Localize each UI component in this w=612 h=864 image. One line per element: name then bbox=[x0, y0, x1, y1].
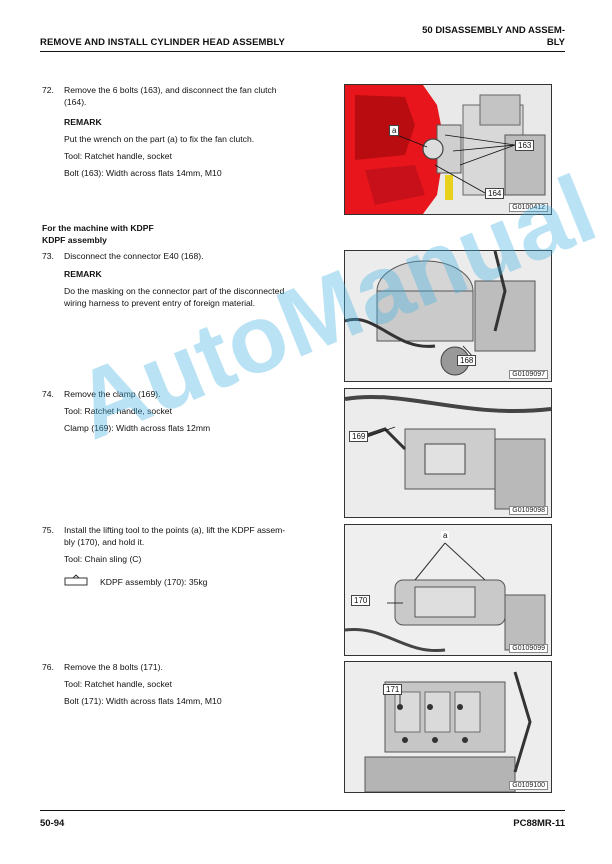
kdpf-illustration bbox=[345, 525, 551, 655]
header-chapter-line2: BLY bbox=[546, 37, 565, 48]
callout-168: 168 bbox=[457, 355, 477, 366]
figure-code: G0109099 bbox=[509, 644, 548, 653]
step-72-remark-text: Put the wrench on the part (a) to fix th… bbox=[64, 134, 255, 144]
header-chapter-line1: 50 DISASSEMBLY AND ASSEM- bbox=[422, 25, 565, 36]
step-76-tool: Tool: Ratchet handle, socket bbox=[64, 679, 172, 689]
figure-kdpf-assembly: a 170 G0109099 bbox=[344, 524, 552, 656]
header-section-title: REMOVE AND INSTALL CYLINDER HEAD ASSEMBL… bbox=[40, 37, 285, 48]
weight-icon bbox=[64, 574, 88, 586]
callout-163: 163 bbox=[515, 140, 535, 151]
callout-169: 169 bbox=[349, 431, 369, 442]
bolts-illustration bbox=[345, 662, 551, 792]
figure-fan-clutch: a 163 164 G0100412 bbox=[344, 84, 552, 215]
figure-bolts-171: 171 G0109100 bbox=[344, 661, 552, 793]
step-76-spec: Bolt (171): Width across flats 14mm, M10 bbox=[64, 696, 222, 706]
model-name: PC88MR-11 bbox=[513, 818, 565, 829]
figure-code: G0109100 bbox=[509, 781, 548, 790]
step-75-tool: Tool: Chain sling (C) bbox=[64, 554, 142, 564]
step-74-spec: Clamp (169): Width across flats 12mm bbox=[64, 423, 211, 433]
step-75-number: 75. bbox=[42, 525, 54, 535]
callout-164: 164 bbox=[485, 188, 505, 199]
callout-170: 170 bbox=[351, 595, 371, 606]
callout-a: a bbox=[441, 531, 450, 540]
page-number: 50-94 bbox=[40, 818, 65, 829]
step-72-remark-label: REMARK bbox=[64, 117, 102, 127]
step-74-tool: Tool: Ratchet handle, socket bbox=[64, 406, 172, 416]
step-72-text-line2: (164). bbox=[64, 97, 87, 107]
figure-code: G0100412 bbox=[509, 203, 548, 212]
step-75-text-line2: bly (170), and hold it. bbox=[64, 537, 145, 547]
step-76-text: Remove the 8 bolts (171). bbox=[64, 662, 163, 672]
step-75-text-line1: Install the lifting tool to the points (… bbox=[64, 525, 286, 535]
figure-clamp: 169 G0109098 bbox=[344, 388, 552, 518]
header-divider bbox=[40, 51, 565, 52]
step-75-weight: KDPF assembly (170): 35kg bbox=[100, 577, 208, 587]
section-heading-line1: For the machine with KDPF bbox=[42, 223, 154, 233]
connector-illustration bbox=[345, 251, 551, 381]
figure-code: G0109098 bbox=[509, 506, 548, 515]
step-72-text: Remove the 6 bolts (163), and disconnect… bbox=[64, 84, 334, 108]
figure-connector-e40: 168 G0109097 bbox=[344, 250, 552, 382]
section-heading-line2: KDPF assembly bbox=[42, 235, 107, 245]
step-73-remark-label: REMARK bbox=[64, 269, 102, 279]
callout-a: a bbox=[389, 125, 400, 136]
section-heading: For the machine with KDPF KDPF assembly bbox=[42, 222, 154, 246]
step-73-remark-line1: Do the masking on the connector part of … bbox=[64, 286, 285, 296]
figure-code: G0109097 bbox=[509, 370, 548, 379]
step-75-text: Install the lifting tool to the points (… bbox=[64, 524, 334, 548]
step-72-tool: Tool: Ratchet handle, socket bbox=[64, 151, 172, 161]
step-73-remark-line2: wiring harness to prevent entry of forei… bbox=[64, 298, 256, 308]
callout-171: 171 bbox=[383, 684, 403, 695]
step-74-text: Remove the clamp (169). bbox=[64, 389, 161, 399]
fan-clutch-illustration bbox=[345, 85, 551, 214]
clamp-illustration bbox=[345, 389, 551, 517]
step-72-number: 72. bbox=[42, 85, 54, 95]
step-76-number: 76. bbox=[42, 662, 54, 672]
footer-divider bbox=[40, 810, 565, 811]
step-73-remark-text: Do the masking on the connector part of … bbox=[64, 285, 334, 309]
step-73-text: Disconnect the connector E40 (168). bbox=[64, 251, 204, 261]
step-72-text-line1: Remove the 6 bolts (163), and disconnect… bbox=[64, 85, 277, 95]
step-74-number: 74. bbox=[42, 389, 54, 399]
header-chapter-title: 50 DISASSEMBLY AND ASSEM- BLY bbox=[400, 25, 565, 49]
step-72-spec: Bolt (163): Width across flats 14mm, M10 bbox=[64, 168, 222, 178]
step-73-number: 73. bbox=[42, 251, 54, 261]
